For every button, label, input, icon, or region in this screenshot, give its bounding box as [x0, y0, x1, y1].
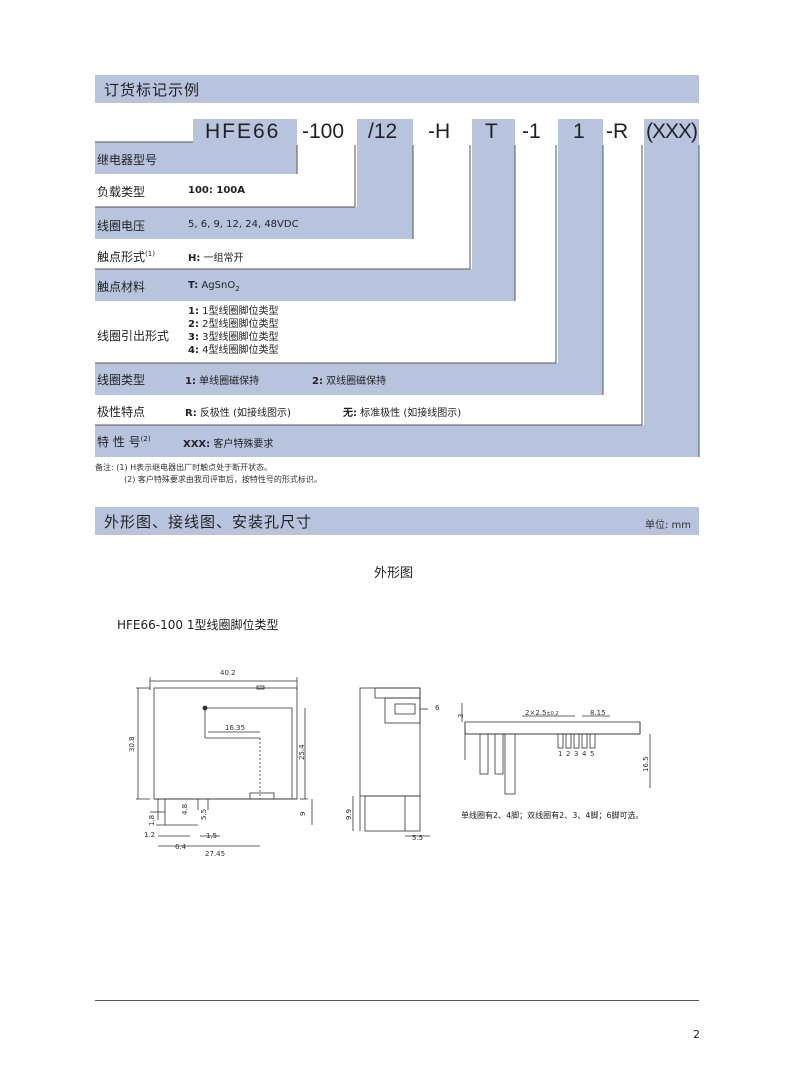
band-coil-voltage-col: [357, 119, 413, 239]
section-header-ordering: 订货标记示例: [95, 75, 699, 103]
dim-d815: 8.15: [590, 709, 606, 717]
band-coil-type-col: [558, 119, 603, 395]
row-label-coil-voltage: 线圈电压: [97, 219, 146, 233]
section-title: 订货标记示例: [104, 81, 201, 99]
figure-caption: 单线圈有2、4脚；双线圈有2、3、4脚；6脚可选。: [461, 811, 644, 820]
section-header-dimensions: 外形图、接线图、安装孔尺寸 单位: mm: [95, 507, 699, 535]
row-value-coil-type-b: 2: 双线圈磁保持: [312, 376, 387, 387]
pin-label: 4: [582, 750, 587, 758]
code-part-voltage: /12: [368, 120, 398, 143]
code-part-feature: (XXX): [646, 120, 698, 143]
row-label-load: 负载类型: [97, 185, 146, 199]
row-value-coil-type-a: 1: 单线圈磁保持: [185, 376, 260, 387]
dim-side55: 5.5: [412, 834, 423, 842]
dim-d64: 6.4: [175, 843, 187, 851]
code-part-load: -100: [302, 120, 345, 143]
dim-h254: 25.4: [298, 744, 306, 760]
dim-d48: 4.8: [181, 804, 189, 815]
dim-pitch: 2×2.5±0.2: [525, 709, 559, 717]
outline-drawing: 40.2 30.8 16.35 25.4 9 1.8 4.8 5.5 1.2 1…: [128, 669, 651, 858]
row-value-coil-voltage: 5, 6, 9, 12, 24, 48VDC: [188, 219, 299, 230]
figure-subheading: HFE66-100 1型线圈脚位类型: [117, 618, 279, 632]
dim-height: 30.8: [128, 736, 136, 752]
code-part-coil-type: 1: [573, 120, 585, 143]
coil-lead-option: 3: 3型线圈脚位类型: [188, 332, 279, 343]
coil-lead-option: 1: 1型线圈脚位类型: [188, 306, 279, 317]
dim-width: 40.2: [220, 669, 236, 677]
dim-side6: 6: [435, 704, 440, 712]
pin-label: 5: [590, 750, 594, 758]
section-title: 外形图、接线图、安装孔尺寸: [104, 513, 313, 531]
figure-heading: 外形图: [374, 566, 414, 581]
note-1: 备注: (1) H表示继电器出厂时触点处于断开状态。: [95, 463, 273, 472]
band-contact-material-col: [472, 119, 515, 301]
row-label-coil-lead: 线圈引出形式: [97, 329, 170, 343]
code-part-model: HFE66: [205, 120, 281, 143]
footer-divider: [95, 1000, 699, 1001]
band-feature: [95, 425, 699, 457]
band-coil-type: [95, 363, 603, 395]
row-value-contact-form: H: 一组常开: [188, 253, 244, 264]
dim-d55: 5.5: [200, 809, 208, 820]
row-value-load: 100: 100A: [188, 185, 245, 196]
dim-d15: 1.5: [206, 832, 217, 840]
code-part-polarity: -R: [606, 120, 629, 143]
page-number: 2: [693, 1028, 700, 1041]
row-value-contact-material: T: AgSnO2: [188, 280, 240, 293]
coil-lead-option: 2: 2型线圈脚位类型: [188, 319, 279, 330]
row-label-feature: 特 性 号(2): [97, 435, 151, 449]
row-label-polarity: 极性特点: [97, 405, 146, 419]
row-value-polarity-b: 无: 标准极性 (如接线图示): [343, 408, 462, 419]
row-value-coil-lead-list: 1: 1型线圈脚位类型 2: 2型线圈脚位类型 3: 3型线圈脚位类型 4: 4…: [188, 305, 279, 357]
code-part-coil-lead: -1: [522, 120, 541, 143]
dim-inner: 16.35: [225, 724, 245, 732]
row-value-polarity-a: R: 反极性 (如接线图示): [185, 408, 291, 419]
band-coil-voltage: [95, 207, 359, 239]
row-label-contact-material: 触点材料: [97, 280, 146, 294]
band-contact-material: [95, 269, 515, 301]
coil-lead-option: 4: 4型线圈脚位类型: [188, 345, 279, 356]
code-part-contact-material: T: [485, 120, 498, 143]
pin-label: 1: [558, 750, 562, 758]
pin-label: 2: [566, 750, 570, 758]
dim-h9: 9: [299, 812, 307, 816]
dim-d2745: 27.45: [205, 850, 225, 858]
row-label-coil-type: 线圈类型: [97, 373, 146, 387]
dim-d12: 1.2: [144, 831, 155, 839]
dim-top3: 3: [457, 714, 465, 718]
dim-d18: 1.8: [148, 815, 156, 826]
note-2: (2) 客户特殊要求由我司评审后，按特性号的形式标识。: [124, 475, 322, 484]
row-value-feature: XXX: 客户特殊要求: [183, 439, 274, 450]
pin-label: 3: [574, 750, 578, 758]
ordering-lines: [95, 141, 700, 457]
code-part-contact-form: -H: [428, 120, 451, 143]
band-model-col: [193, 119, 297, 174]
row-label-contact-form: 触点形式(1): [97, 250, 155, 264]
dim-d165: 16.5: [642, 756, 650, 772]
dim-side99: 9.9: [345, 809, 353, 820]
unit-label: 单位: mm: [644, 520, 691, 531]
band-feature-col: [644, 119, 699, 457]
row-label-model: 继电器型号: [97, 153, 158, 167]
